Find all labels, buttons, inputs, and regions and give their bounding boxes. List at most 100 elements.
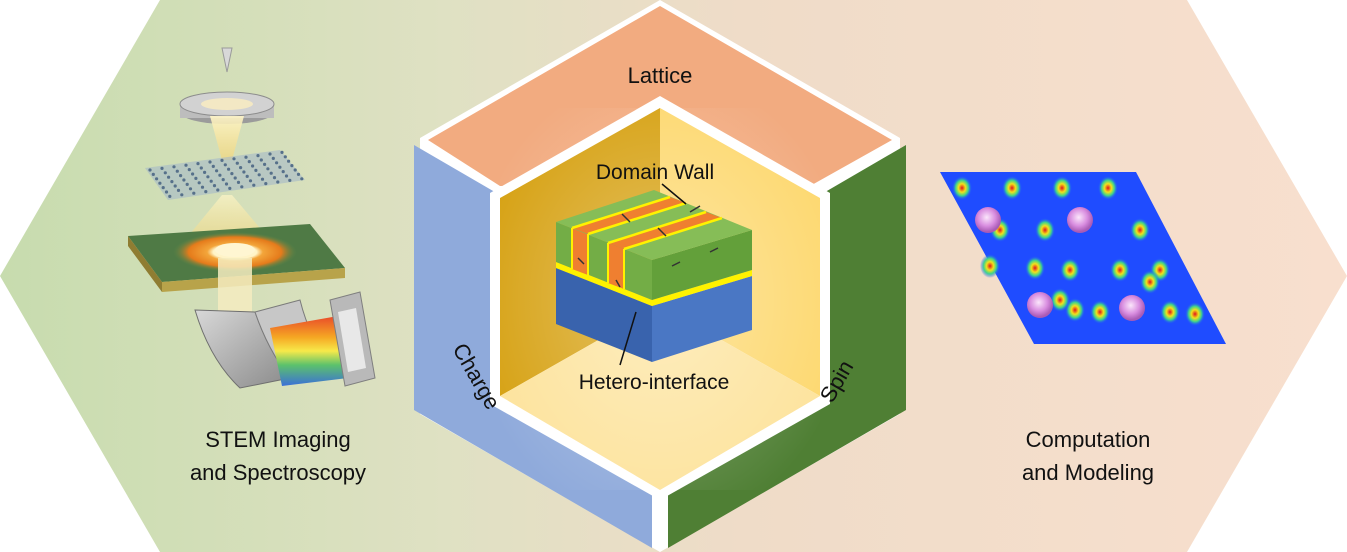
lattice-atom: [212, 184, 217, 188]
lattice-atom: [151, 172, 155, 176]
lattice-atom: [232, 157, 236, 161]
domain-wall-label: Domain Wall: [596, 161, 714, 184]
hetero-interface-label: Hetero-interface: [579, 371, 730, 394]
heavy-atom: [1027, 292, 1053, 318]
density-peak: [952, 176, 972, 200]
lattice-atom: [254, 168, 258, 172]
charge-density-map: [940, 172, 1226, 344]
density-peak: [980, 254, 1000, 278]
lattice-atom: [252, 183, 256, 187]
lattice-atom: [256, 154, 260, 158]
stem-label-line1: STEM Imaging: [205, 427, 351, 452]
lattice-atom: [179, 174, 183, 178]
lattice-atom: [227, 167, 231, 171]
lattice-atom: [211, 164, 215, 168]
heavy-atom: [1067, 207, 1093, 233]
heterostructure-block: [556, 183, 752, 366]
lattice-atom: [278, 165, 282, 169]
lattice-atom: [194, 176, 198, 180]
lattice-atom: [230, 172, 234, 176]
lattice-atom: [173, 184, 177, 188]
lattice-atom: [228, 186, 232, 190]
heavy-atom: [975, 207, 1001, 233]
lattice-atom: [203, 170, 207, 174]
lattice-atom: [288, 178, 292, 182]
lattice-atom: [268, 152, 272, 156]
lattice-atom: [284, 174, 289, 178]
lattice-atom: [223, 163, 227, 167]
lattice-atom: [251, 164, 255, 168]
lattice-atom: [200, 185, 205, 189]
lattice-atom: [280, 150, 284, 154]
lattice-atom: [187, 168, 191, 172]
lattice-atom: [266, 167, 270, 171]
lattice-atom: [155, 177, 159, 181]
lattice-atom: [240, 185, 244, 189]
lattice-atom: [191, 172, 195, 176]
charge-face: [414, 145, 652, 548]
lattice-atom: [185, 182, 189, 186]
lattice-atom: [236, 180, 241, 184]
lattice-atom: [168, 194, 172, 198]
cube-diagram: [414, 0, 906, 552]
computation-label-line1: Computation: [1026, 427, 1151, 452]
lattice-atom: [235, 161, 239, 165]
lattice-atom: [221, 178, 225, 182]
lattice-atom: [264, 182, 268, 186]
density-peak: [1052, 176, 1072, 200]
stem-label-line2: and Spectroscopy: [190, 460, 366, 485]
lattice-atom: [172, 165, 176, 169]
density-peak: [1002, 176, 1022, 200]
lattice-atom: [242, 170, 246, 174]
density-peak: [1025, 256, 1045, 280]
lattice-atom: [224, 182, 229, 186]
lattice-atom: [287, 159, 291, 163]
lattice-atom: [275, 161, 279, 165]
lattice-atom: [263, 162, 267, 166]
lattice-atom: [192, 191, 196, 195]
lattice-atom: [271, 156, 275, 160]
density-peak: [1185, 302, 1205, 326]
lattice-atom: [276, 180, 280, 184]
density-peak: [1050, 288, 1070, 312]
density-peak: [1110, 258, 1130, 282]
lattice-atom: [170, 180, 174, 184]
lattice-atom: [215, 169, 219, 173]
lattice-atom: [209, 179, 213, 183]
density-peak: [1065, 298, 1085, 322]
density-peak: [1098, 176, 1118, 200]
lattice-atom: [188, 187, 193, 191]
lattice-atom: [199, 166, 203, 170]
lattice-atom: [233, 176, 237, 180]
lattice-atom: [281, 170, 285, 174]
lattice-atom: [163, 171, 167, 175]
lattice-atom: [216, 188, 220, 192]
density-peak: [1140, 270, 1160, 294]
lattice-atom: [290, 164, 294, 168]
lattice-atom: [206, 175, 210, 179]
lattice-atom: [208, 160, 212, 164]
sample-lattice: [145, 150, 305, 200]
density-peak: [1160, 300, 1180, 324]
lattice-atom: [283, 155, 287, 159]
lattice-atom: [167, 175, 171, 179]
density-peak: [1035, 218, 1055, 242]
lattice-label: Lattice: [628, 63, 693, 88]
lattice-atom: [259, 158, 263, 162]
lattice-atom: [176, 188, 181, 192]
lattice-atom: [204, 190, 208, 194]
lattice-atom: [300, 177, 304, 181]
lattice-atom: [244, 155, 248, 159]
lattice-atom: [269, 171, 273, 175]
lattice-atom: [184, 163, 188, 167]
lattice-atom: [248, 179, 253, 183]
lattice-atom: [196, 162, 200, 166]
lattice-atom: [293, 168, 297, 172]
stem-illustration: [128, 47, 376, 389]
lattice-atom: [296, 172, 301, 176]
lattice-atom: [182, 178, 186, 182]
density-peak: [1060, 258, 1080, 282]
lattice-atom: [260, 177, 265, 181]
lattice-atom: [197, 181, 201, 185]
